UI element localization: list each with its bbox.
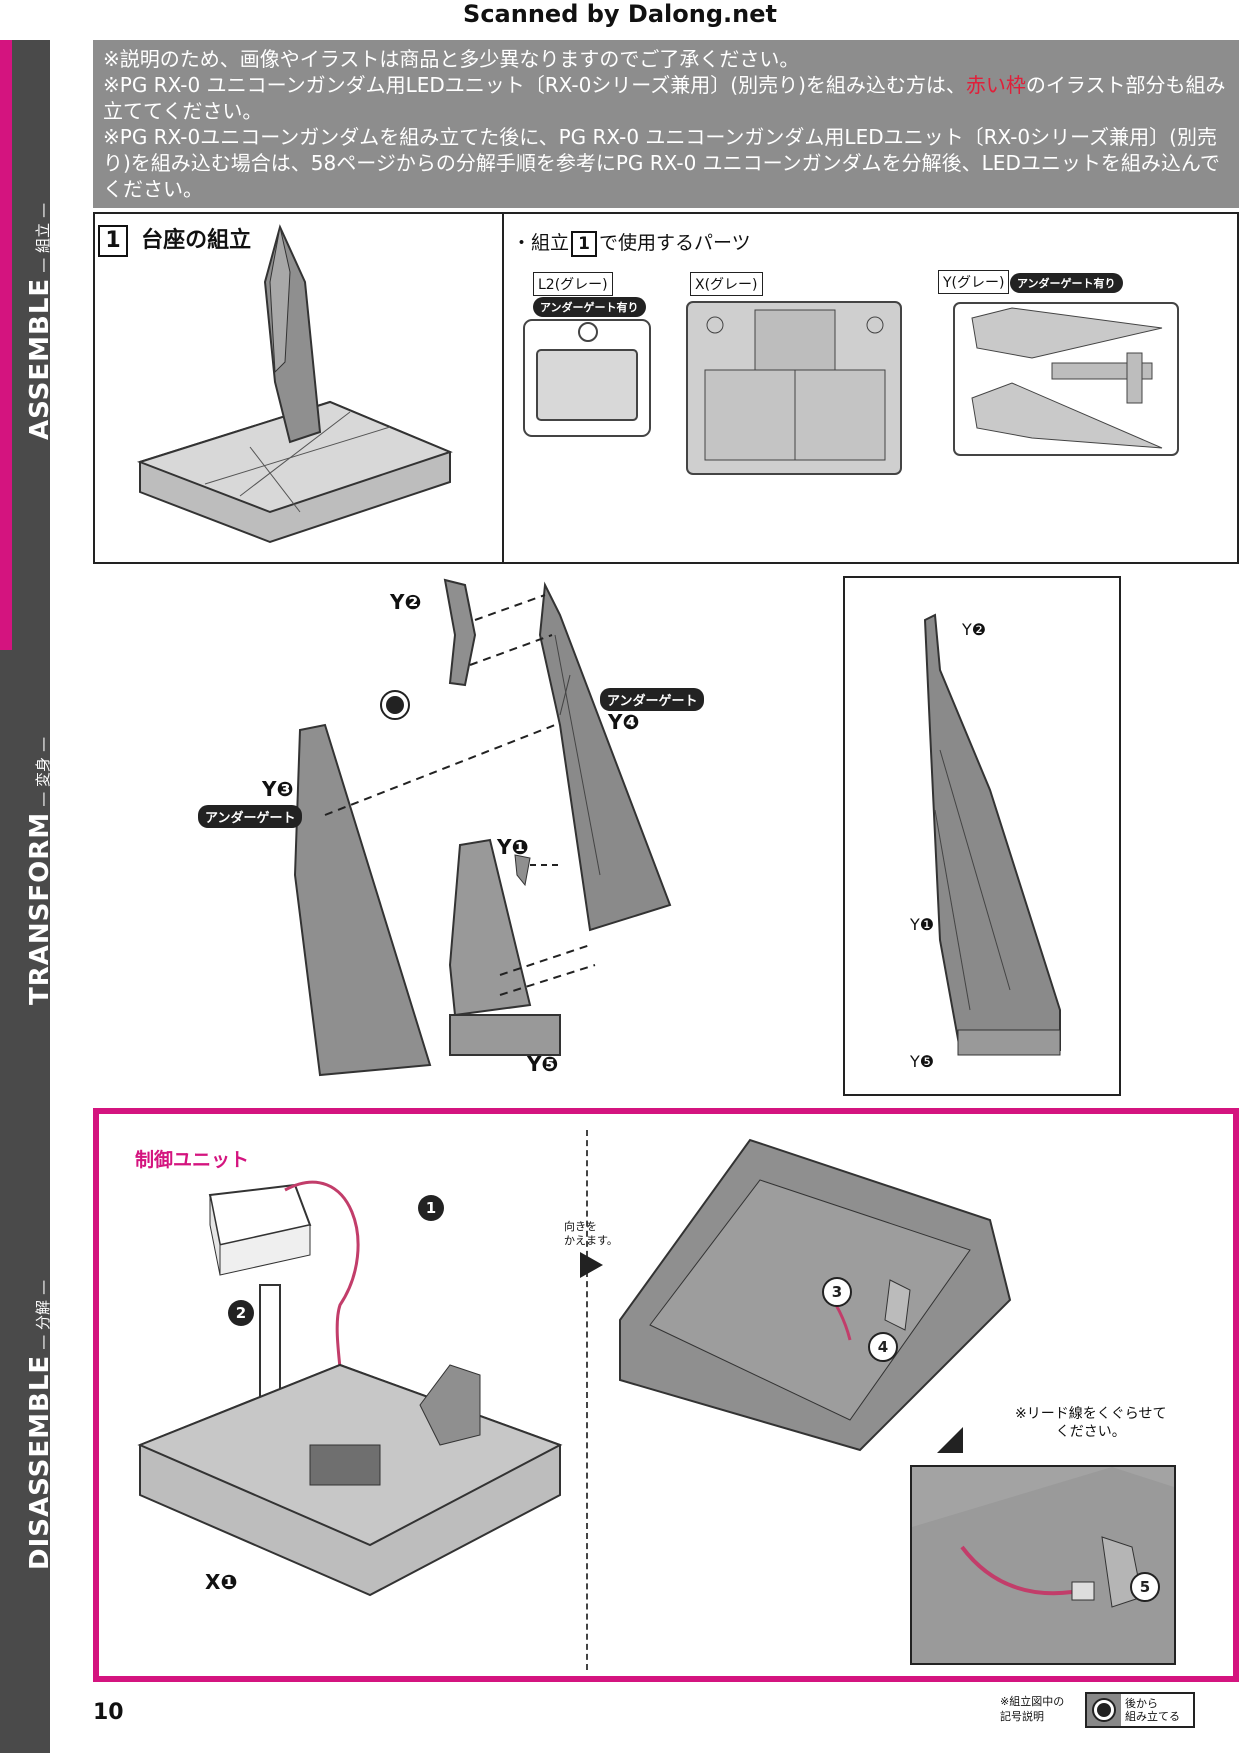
sidebar-disassemble-group: DISASSEMBLE — 分解 — (25, 1279, 55, 1570)
note-line-3: ※PG RX-0ユニコーンガンダムを組み立てた後に、PG RX-0 ユニコーンガ… (103, 125, 1220, 201)
runner-y (953, 302, 1179, 456)
led-panel-divider (586, 1130, 588, 1670)
label-y3: Y❸ (262, 777, 294, 801)
sidebar-assemble-group: ASSEMBLE — 組立 — (25, 202, 55, 440)
turn-note-a: 向きを (564, 1220, 597, 1233)
label-x1: X❶ (205, 1570, 238, 1594)
label-y4-under-gate: アンダーゲート (600, 688, 705, 711)
completed-view (843, 576, 1121, 1096)
led-panel (93, 1108, 1239, 1682)
legend-note-b: 記号説明 (1000, 1710, 1044, 1723)
step1-divider (502, 212, 504, 564)
sidebar-transform-group: TRANSFORM — 変身 — (25, 736, 55, 1005)
sidebar-assemble-sub: 組立 (34, 222, 52, 253)
later-assemble-b: 組み立てる (1125, 1710, 1180, 1723)
legend-note-a: ※組立図中の (1000, 1695, 1065, 1708)
runner-l2 (523, 319, 651, 437)
lead-note: ※リード線をくぐらせて ください。 (1015, 1405, 1166, 1441)
sidebar-disassemble: DISASSEMBLE (25, 1354, 55, 1570)
parts-step-ref: 1 (571, 231, 598, 257)
turn-arrow-icon (580, 1252, 603, 1278)
step1-title: 1 台座の組立 (98, 222, 251, 257)
note-line-2a: ※PG RX-0 ユニコーンガンダム用LEDユニット〔RX-0シリーズ兼用〕(別… (103, 73, 966, 97)
parts-intro-a: ・組立 (512, 232, 570, 254)
completed-label-y2: Y❷ (962, 620, 987, 639)
led-step-4: 4 (868, 1332, 898, 1362)
led-step-5: 5 (1130, 1572, 1160, 1602)
runner-x-label: X(グレー) (690, 272, 763, 296)
label-y3-under-gate: アンダーゲート (198, 805, 303, 828)
runner-y-label: Y(グレー) (938, 270, 1010, 294)
lead-note-b: ください。 (1055, 1424, 1126, 1440)
watermark: Scanned by Dalong.net (463, 0, 777, 28)
runner-y-badge: アンダーゲート有り (1010, 273, 1123, 293)
detail-inset-illustration (912, 1467, 1174, 1663)
completed-frame-illustration (923, 613, 1061, 1056)
header-notes: ※説明のため、画像やイラストは商品と多少異なりますのでご了承ください。 ※PG … (93, 40, 1239, 208)
led-step-1: 1 (418, 1195, 444, 1221)
led-step-3: 3 (822, 1277, 852, 1307)
note-line-2: ※PG RX-0 ユニコーンガンダム用LEDユニット〔RX-0シリーズ兼用〕(別… (103, 72, 1229, 124)
assembly-diagram (293, 578, 672, 1077)
sidebar-transform: TRANSFORM (25, 811, 55, 1005)
detail-pointer-icon (937, 1427, 963, 1453)
runner-x (686, 301, 902, 475)
led-illustration-left (137, 1180, 563, 1597)
legend-box: 後から 組み立てる (1085, 1692, 1195, 1728)
note-line-1: ※説明のため、画像やイラストは商品と多少異なりますのでご了承ください。 (103, 47, 800, 71)
label-y4: Y❹ (608, 710, 640, 734)
note-line-2b: のイラスト部分も組み立ててください。 (103, 73, 1226, 123)
parts-intro-b: で使用するパーツ (599, 232, 751, 254)
turn-note-b: かえます。 (564, 1234, 618, 1247)
step1-panel (93, 212, 1239, 564)
sidebar-assemble: ASSEMBLE (25, 277, 55, 440)
led-step-2: 2 (228, 1300, 254, 1326)
control-unit-label: 制御ユニット (135, 1149, 250, 1171)
legend-note: ※組立図中の 記号説明 (1000, 1694, 1064, 1724)
label-y1: Y❶ (497, 835, 529, 859)
lead-note-a: ※リード線をくぐらせて (1015, 1406, 1167, 1422)
sidebar-accent (0, 40, 12, 650)
label-y5: Y❺ (527, 1052, 559, 1076)
detail-inset (910, 1465, 1176, 1665)
completed-label-y1: Y❶ (910, 915, 935, 934)
label-y2: Y❷ (390, 590, 422, 614)
sidebar-disassemble-sub: 分解 (34, 1299, 52, 1330)
runner-l2-label: L2(グレー) (533, 272, 613, 296)
base-illustration (136, 224, 453, 544)
page-number: 10 (93, 1700, 124, 1725)
runner-l2-badge: アンダーゲート有り (533, 297, 646, 317)
turn-note: 向きを かえます。 (564, 1220, 618, 1248)
completed-label-y5: Y❺ (910, 1052, 935, 1071)
later-assemble-a: 後から (1125, 1697, 1158, 1710)
later-assemble-icon (1087, 1694, 1121, 1726)
step-title: 台座の組立 (141, 228, 252, 253)
note-red-frame: 赤い枠 (965, 73, 1026, 97)
step-number: 1 (98, 225, 128, 257)
sidebar-transform-sub: 変身 (34, 756, 52, 787)
